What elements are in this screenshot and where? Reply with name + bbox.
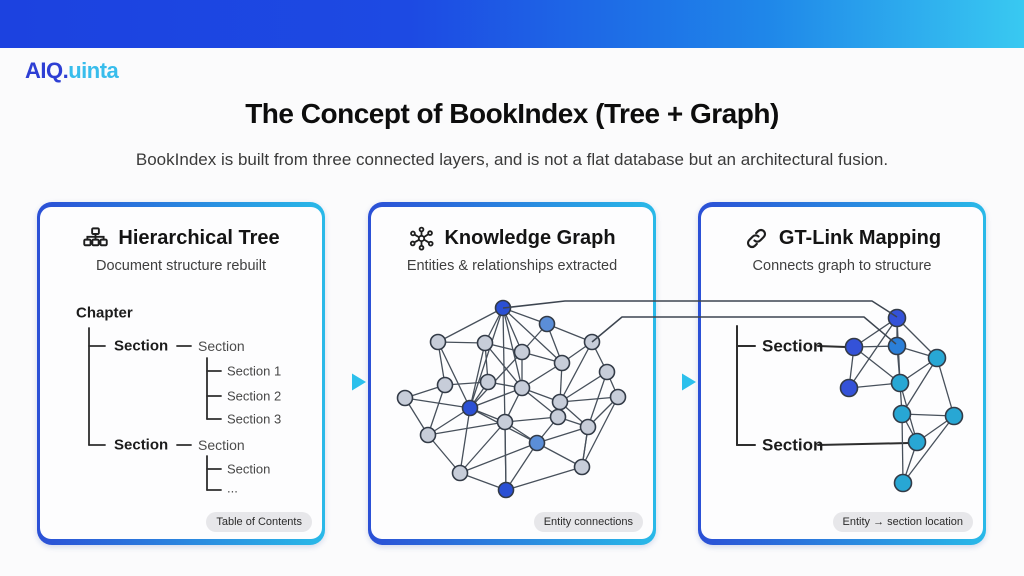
panel-subtitle: Entities & relationships extracted [406, 258, 618, 274]
panel-title: Knowledge Graph [444, 227, 616, 249]
org-chart-icon [82, 225, 109, 252]
page-title: The Concept of BookIndex (Tree + Graph) [245, 98, 779, 129]
tree-leaf-ellipsis: ... [227, 480, 238, 496]
panel-badge: Entity → section location [832, 512, 973, 532]
panel-card [701, 207, 983, 539]
panel-subtitle: Connects graph to structure [752, 258, 932, 274]
panel-title: GT-Link Mapping [778, 227, 942, 249]
logo-text-secondary: uinta [68, 58, 119, 83]
mapping-label-section: Section [762, 435, 824, 455]
panel-gt-link-mapping: GT-Link Mapping Connects graph to struct… [698, 202, 986, 545]
tree-node-section-child: Section [198, 437, 245, 453]
logo-text-primary: AIQ. [25, 58, 69, 83]
top-banner [0, 0, 1024, 48]
tree-node-section: Section [114, 337, 169, 355]
panel-hierarchical-tree: Hierarchical Tree Document structure reb… [37, 202, 325, 545]
link-icon [743, 225, 770, 252]
panel-badge: Entity connections [533, 512, 643, 532]
page-subtitle: BookIndex is built from three connected … [135, 150, 889, 169]
flow-arrow [326, 373, 366, 391]
network-icon [408, 225, 435, 252]
panel-knowledge-graph: Knowledge Graph Entities & relationships… [368, 202, 656, 545]
tree-node-chapter: Chapter [76, 304, 133, 322]
panel-card [40, 207, 322, 539]
panel-subtitle: Document structure rebuilt [95, 258, 267, 274]
tree-leaf: Section 3 [227, 411, 282, 427]
flow-arrow [656, 373, 696, 391]
tree-node-section: Section [114, 436, 169, 454]
tree-node-section-child: Section [198, 338, 245, 354]
brand-logo: AIQ.uinta [25, 58, 119, 84]
panel-badge: Table of Contents [206, 512, 312, 532]
mapping-label-section: Section [762, 336, 824, 356]
knowledge-graph-diagram [396, 299, 627, 499]
tree-leaf: Section 2 [227, 388, 282, 404]
gt-link-diagram [736, 308, 964, 493]
tree-leaf: Section [227, 461, 271, 477]
tree-leaf: Section 1 [227, 363, 282, 379]
toc-tree-lines [88, 327, 222, 491]
panel-title: Hierarchical Tree [118, 227, 280, 249]
